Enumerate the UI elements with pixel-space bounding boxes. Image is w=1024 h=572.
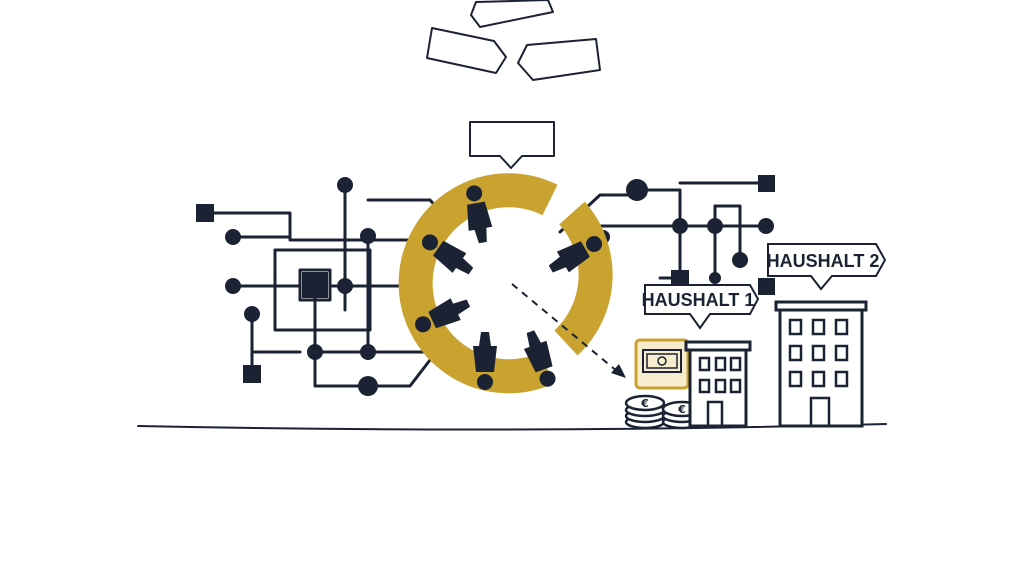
network-node <box>360 228 376 244</box>
network-node <box>758 278 775 295</box>
building-household-2 <box>774 300 868 428</box>
network-node <box>672 218 688 234</box>
person-icon <box>548 236 603 273</box>
network-node <box>243 365 261 383</box>
household-2-label: HAUSHALT 2 <box>767 243 887 291</box>
network-node <box>337 177 353 193</box>
person-icon <box>421 234 474 275</box>
ground-line <box>137 423 887 431</box>
floating-shapes <box>426 0 601 81</box>
household-2-label-text: HAUSHALT 2 <box>767 251 880 271</box>
network-node <box>709 272 721 284</box>
svg-text:€: € <box>677 403 686 416</box>
network-node <box>225 278 241 294</box>
network-node <box>360 344 376 360</box>
network-node <box>302 272 328 298</box>
community-ring <box>398 173 613 394</box>
left-network <box>196 177 452 396</box>
person-icon <box>466 185 493 244</box>
floating-shape <box>517 38 601 81</box>
network-node <box>358 376 378 396</box>
network-node <box>307 344 323 360</box>
network-node <box>225 229 241 245</box>
money-flow-arrow <box>511 283 626 378</box>
floating-shape <box>470 0 554 28</box>
person-icon <box>523 330 556 387</box>
network-node <box>196 204 214 222</box>
network-node <box>337 278 353 294</box>
banknote-icon <box>634 338 690 390</box>
ring-segment <box>398 173 558 394</box>
network-node <box>671 270 689 288</box>
household-1-label: HAUSHALT 1 <box>642 284 760 330</box>
network-node <box>758 175 775 192</box>
network-node <box>732 252 748 268</box>
people-group <box>415 185 603 390</box>
building-household-1 <box>684 340 752 428</box>
svg-text:€: € <box>640 397 649 410</box>
network-node <box>626 179 648 201</box>
empty-speech-bubble <box>469 121 555 169</box>
household-1-label-text: HAUSHALT 1 <box>642 290 755 310</box>
network-node <box>244 306 260 322</box>
person-icon <box>415 298 471 333</box>
floating-shape <box>426 27 507 74</box>
network-node <box>707 218 723 234</box>
ring-segment <box>553 201 613 356</box>
person-icon <box>473 332 497 390</box>
network-node <box>758 218 774 234</box>
